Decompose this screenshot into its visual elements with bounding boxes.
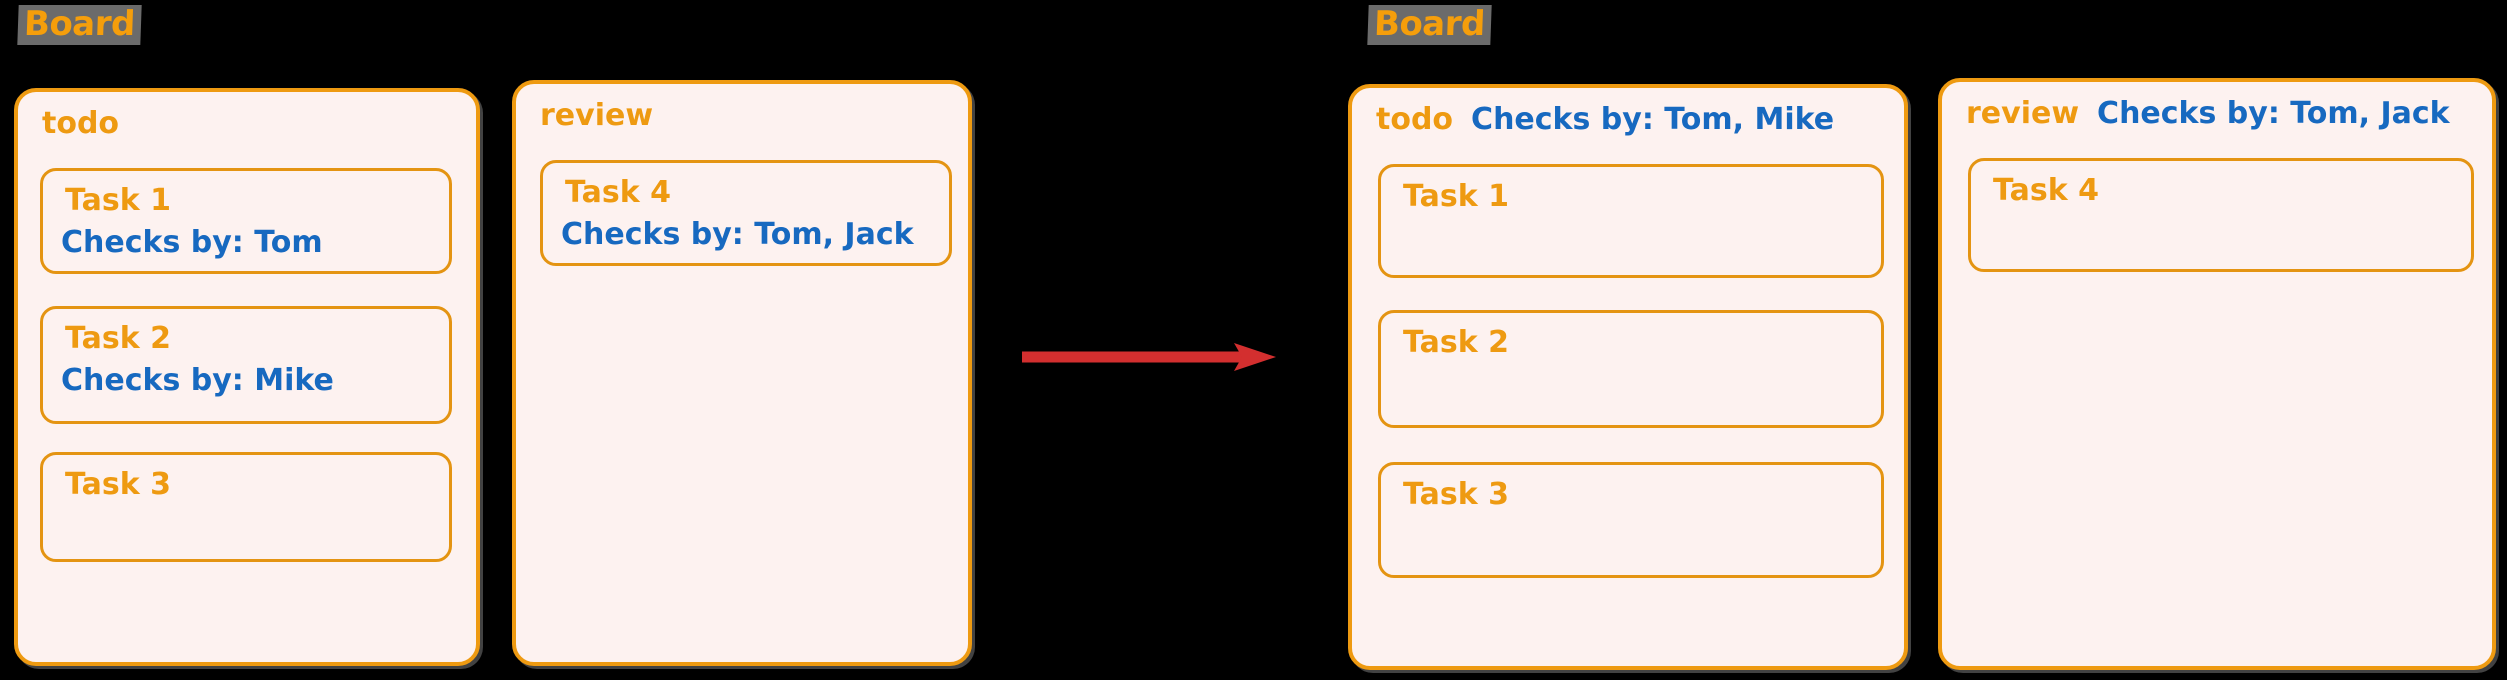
transition-arrow bbox=[1022, 343, 1276, 371]
column-before-todo[interactable]: todo Task 1 Checks by: Tom Task 2 Checks… bbox=[14, 88, 480, 666]
column-checks-label: Checks by: Tom, Jack bbox=[2097, 96, 2450, 131]
column-name-label: todo bbox=[1376, 102, 1454, 137]
column-name-label: todo bbox=[42, 106, 120, 141]
column-after-todo[interactable]: todo Checks by: Tom, Mike Task 1 Task 2 … bbox=[1348, 84, 1908, 670]
board-title-before: Board bbox=[17, 4, 142, 45]
task-card[interactable]: Task 2 bbox=[1378, 310, 1884, 428]
task-card-title: Task 1 bbox=[65, 183, 171, 218]
column-before-review[interactable]: review Task 4 Checks by: Tom, Jack bbox=[512, 80, 972, 666]
task-card-checks: Checks by: Tom bbox=[61, 225, 323, 260]
task-card[interactable]: Task 3 bbox=[1378, 462, 1884, 578]
column-header-after-todo: todo Checks by: Tom, Mike bbox=[1376, 102, 1890, 137]
task-card-title: Task 2 bbox=[1403, 325, 1509, 360]
task-card[interactable]: Task 1 Checks by: Tom bbox=[40, 168, 452, 274]
task-card-checks: Checks by: Mike bbox=[61, 363, 334, 398]
column-checks-label: Checks by: Tom, Mike bbox=[1471, 102, 1835, 137]
task-card[interactable]: Task 4 Checks by: Tom, Jack bbox=[540, 160, 952, 266]
task-card-title: Task 2 bbox=[65, 321, 171, 356]
task-card[interactable]: Task 3 bbox=[40, 452, 452, 562]
task-card-title: Task 1 bbox=[1403, 179, 1509, 214]
column-name-label: review bbox=[1966, 96, 2080, 131]
task-card-title: Task 4 bbox=[565, 175, 671, 210]
column-name-label: review bbox=[540, 98, 654, 133]
task-card[interactable]: Task 1 bbox=[1378, 164, 1884, 278]
task-card[interactable]: Task 4 bbox=[1968, 158, 2474, 272]
task-card-title: Task 3 bbox=[1403, 477, 1509, 512]
column-header-before-review: review bbox=[540, 98, 954, 133]
board-title-after: Board bbox=[1367, 4, 1492, 45]
task-card-title: Task 4 bbox=[1993, 173, 2099, 208]
column-header-before-todo: todo bbox=[42, 106, 462, 141]
task-card-title: Task 3 bbox=[65, 467, 171, 502]
task-card-checks: Checks by: Tom, Jack bbox=[561, 217, 914, 252]
column-header-after-review: review Checks by: Tom, Jack bbox=[1966, 96, 2478, 131]
task-card[interactable]: Task 2 Checks by: Mike bbox=[40, 306, 452, 424]
column-after-review[interactable]: review Checks by: Tom, Jack Task 4 bbox=[1938, 78, 2496, 670]
